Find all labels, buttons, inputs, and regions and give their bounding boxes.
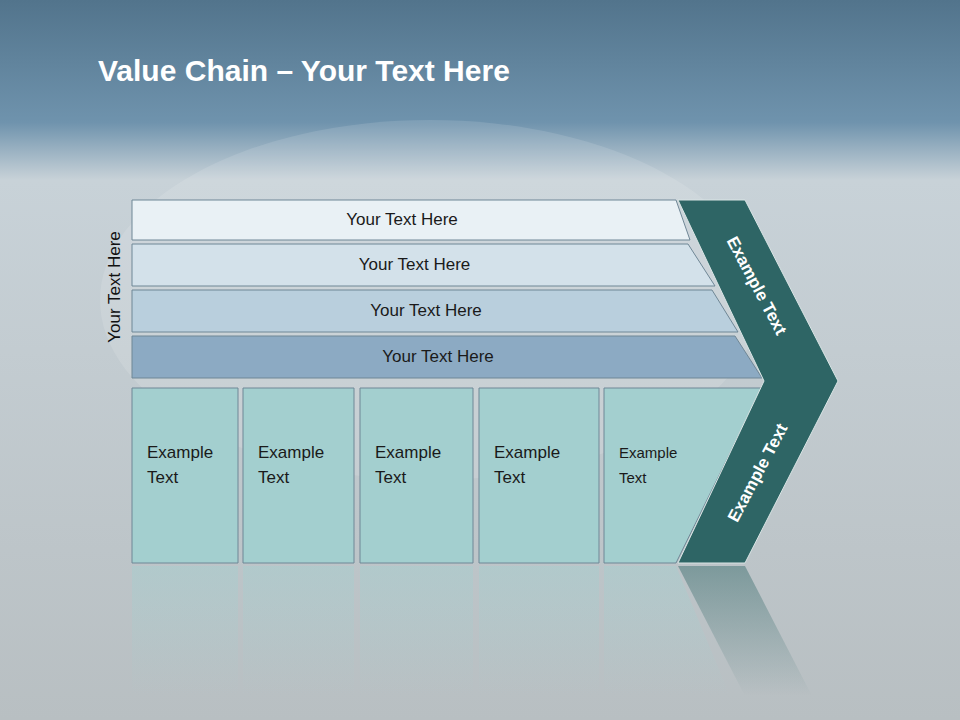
node-label: Your Text Here — [132, 290, 720, 332]
reflection — [132, 566, 812, 696]
activity-box: Example Text — [360, 388, 473, 563]
activity-band: Your Text Here — [132, 200, 692, 240]
node-shape — [479, 388, 599, 563]
node-label: Example Text — [494, 440, 592, 490]
node-label: Example Text — [147, 440, 231, 490]
activity-box: Example Text — [132, 388, 238, 563]
node-shape — [132, 244, 715, 286]
margin-chevron: Example TextExample Text — [676, 200, 840, 564]
node-shape — [678, 200, 838, 563]
activity-box: Example Text — [479, 388, 599, 563]
node-label: Your Text Here — [132, 200, 672, 240]
node-shape — [132, 336, 762, 378]
node-label: Example Text — [258, 440, 347, 490]
node-label: Example Text — [619, 440, 669, 490]
slide-title: Value Chain – Your Text Here — [98, 54, 510, 88]
activity-box: Example Text — [243, 388, 354, 563]
activity-band: Your Text Here — [132, 244, 717, 286]
reflection-box — [132, 566, 238, 696]
node-label: Your Text Here — [132, 244, 697, 286]
node-shape — [360, 388, 473, 563]
activity-band: Your Text Here — [132, 336, 764, 378]
node-shape — [132, 200, 690, 240]
node-shape — [132, 388, 238, 563]
activity-band: Your Text Here — [132, 290, 740, 332]
side-label: Your Text Here — [105, 231, 125, 343]
reflection-chevron — [678, 566, 812, 696]
node-label: Example Text — [375, 440, 466, 490]
node-outline — [676, 200, 840, 564]
node-shape — [132, 290, 738, 332]
node-shape — [243, 388, 354, 563]
node-label: Your Text Here — [132, 336, 744, 378]
reflection-box — [243, 566, 354, 696]
reflection-box — [360, 566, 473, 696]
reflection-box — [479, 566, 599, 696]
